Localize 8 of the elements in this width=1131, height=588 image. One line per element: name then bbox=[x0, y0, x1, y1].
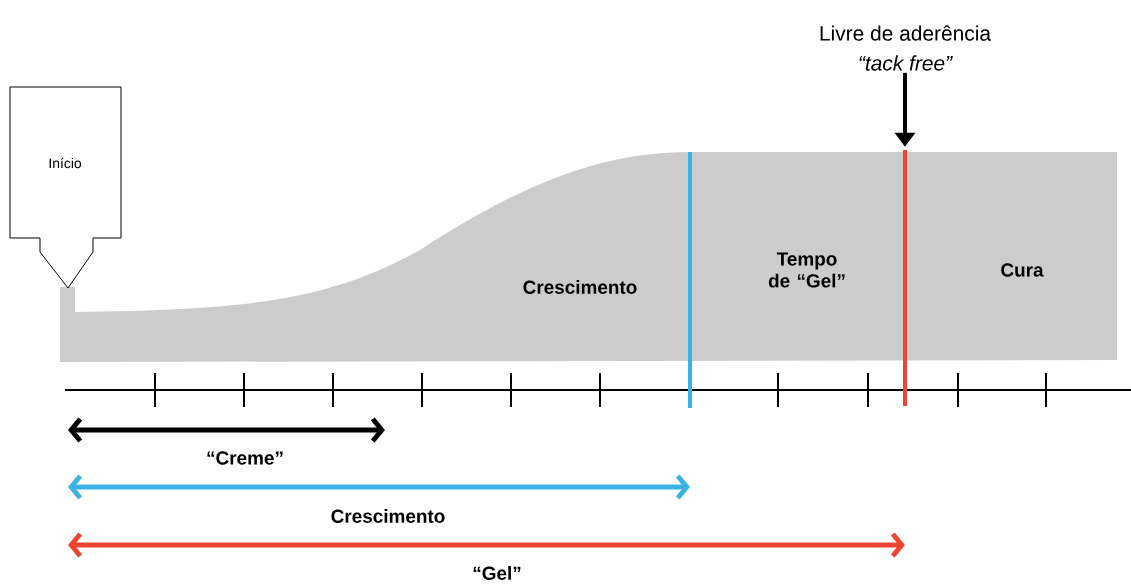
label-text: “Creme” bbox=[207, 451, 283, 465]
annotation-text: Livre de aderência “tack free” bbox=[820, 25, 991, 71]
label-text: Cura bbox=[1001, 263, 1044, 277]
label-text: “Gel” bbox=[473, 566, 521, 580]
callout-box: Início bbox=[9, 86, 122, 289]
label-text: Crescimento bbox=[331, 509, 445, 523]
label-text: Tempo de “Gel” bbox=[768, 252, 845, 288]
label-text: Crescimento bbox=[523, 280, 637, 294]
